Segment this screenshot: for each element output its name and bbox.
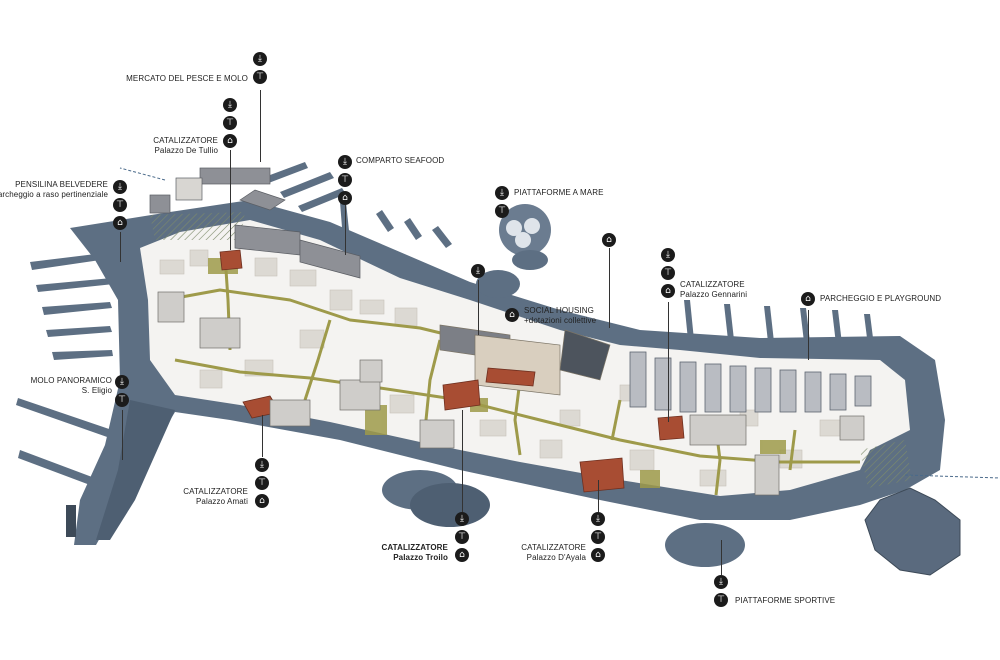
label-mercato: MERCATO DEL PESCE E MOLO: [126, 74, 248, 84]
hatched-area-north: [150, 212, 245, 240]
sport-platforms: [382, 470, 745, 567]
download-icon: ⤓: [661, 248, 675, 262]
column-icon: ⊤: [591, 530, 605, 544]
parcheggio-buildings: [629, 351, 872, 413]
label-troilo: CATALIZZATORE Palazzo Troilo: [382, 543, 448, 563]
hatched-area-east: [860, 440, 912, 488]
house-icon: ⌂: [255, 494, 269, 508]
label-pensilina-sub: + parcheggio a raso pertinenziale: [0, 190, 108, 199]
label-pensilina: PENSILINA BELVEDERE + parcheggio a raso …: [0, 180, 108, 200]
leader-dayala: [598, 480, 599, 512]
existing-buildings: [157, 291, 865, 496]
download-icon: ⤓: [223, 98, 237, 112]
label-piattaforme-mare: PIATTAFORME A MARE: [514, 188, 604, 198]
leader-seafood: [345, 205, 346, 255]
label-molo-sub: S. Eligio: [81, 386, 112, 395]
label-parcheggio: PARCHEGGIO E PLAYGROUND: [820, 294, 941, 304]
label-pensilina-title: PENSILINA BELVEDERE: [15, 180, 108, 189]
label-amati: CATALIZZATORE Palazzo Amati: [183, 487, 248, 507]
label-social: SOCIAL HOUSING +dotazioni collettive: [524, 306, 596, 326]
label-sportive: PIATTAFORME SPORTIVE: [735, 596, 835, 606]
leader-sportive: [721, 540, 722, 575]
leader-molo: [122, 410, 123, 460]
download-icon: ⤓: [338, 155, 352, 169]
label-amati-title: CATALIZZATORE: [183, 487, 248, 496]
column-icon: ⊤: [113, 198, 127, 212]
column-icon: ⊤: [115, 393, 129, 407]
download-icon: ⤓: [115, 375, 129, 389]
column-icon: ⊤: [338, 173, 352, 187]
molo-tower: [66, 505, 76, 537]
leader-parcheggio: [808, 310, 809, 360]
catalyst-social: [485, 367, 536, 387]
leader-mercato: [260, 90, 261, 162]
house-icon: ⌂: [338, 191, 352, 205]
download-icon: ⤓: [253, 52, 267, 66]
arrow-west: [119, 167, 166, 181]
column-icon: ⊤: [455, 530, 469, 544]
house-icon: ⌂: [455, 548, 469, 562]
download-icon: ⤓: [113, 180, 127, 194]
leader-piattaforme-mare: [609, 248, 610, 328]
house-icon: ⌂: [223, 134, 237, 148]
label-seafood-title: COMPARTO SEAFOOD: [356, 156, 445, 165]
download-icon: ⤓: [591, 512, 605, 526]
label-troilo-sub: Palazzo Troilo: [393, 553, 448, 562]
label-molo: MOLO PANORAMICO S. Eligio: [31, 376, 112, 396]
sea-platforms: [476, 204, 551, 298]
catalyst-dayala: [579, 457, 625, 493]
leader-detullio: [230, 150, 231, 250]
column-icon: ⊤: [255, 476, 269, 490]
label-gennarini: CATALIZZATORE Palazzo Gennarini: [680, 280, 747, 300]
leader-troilo: [462, 410, 463, 512]
download-icon: ⤓: [714, 575, 728, 589]
leader-social: [478, 280, 479, 335]
catalyst-troilo: [442, 379, 481, 411]
label-troilo-title: CATALIZZATORE: [381, 543, 448, 552]
label-social-sub: +dotazioni collettive: [524, 316, 597, 325]
catalyst-gennarini: [657, 415, 685, 441]
download-icon: ⤓: [495, 186, 509, 200]
leader-gennarini: [668, 302, 669, 422]
label-seafood: COMPARTO SEAFOOD: [356, 156, 444, 166]
house-icon: ⌂: [505, 308, 519, 322]
download-icon: ⤓: [471, 264, 485, 278]
column-icon: ⊤: [714, 593, 728, 607]
label-sportive-title: PIATTAFORME SPORTIVE: [735, 596, 836, 605]
label-parcheggio-title: PARCHEGGIO E PLAYGROUND: [820, 294, 942, 303]
column-icon: ⊤: [661, 266, 675, 280]
house-icon: ⌂: [602, 233, 616, 247]
download-icon: ⤓: [455, 512, 469, 526]
label-detullio: CATALIZZATORE Palazzo De Tullio: [153, 136, 218, 156]
seafood-buildings: [149, 167, 361, 279]
castle: [864, 487, 961, 576]
molo-arm: [96, 400, 175, 540]
label-social-title: SOCIAL HOUSING: [524, 306, 595, 315]
label-mercato-title: MERCATO DEL PESCE E MOLO: [126, 74, 248, 83]
label-piattaforme-mare-title: PIATTAFORME A MARE: [514, 188, 604, 197]
label-amati-sub: Palazzo Amati: [196, 497, 248, 506]
arrow-east: [904, 474, 1000, 479]
house-icon: ⌂: [801, 292, 815, 306]
column-icon: ⊤: [223, 116, 237, 130]
label-molo-title: MOLO PANORAMICO: [30, 376, 112, 385]
label-dayala-title: CATALIZZATORE: [521, 543, 586, 552]
house-icon: ⌂: [113, 216, 127, 230]
label-detullio-sub: Palazzo De Tullio: [154, 146, 218, 155]
label-dayala: CATALIZZATORE Palazzo D'Ayala: [521, 543, 586, 563]
label-dayala-sub: Palazzo D'Ayala: [526, 553, 586, 562]
column-icon: ⊤: [253, 70, 267, 84]
catalyst-de-tullio: [219, 249, 243, 271]
column-icon: ⊤: [495, 204, 509, 218]
label-detullio-title: CATALIZZATORE: [153, 136, 218, 145]
house-icon: ⌂: [661, 284, 675, 298]
label-gennarini-title: CATALIZZATORE: [680, 280, 745, 289]
label-gennarini-sub: Palazzo Gennarini: [680, 290, 748, 299]
download-icon: ⤓: [255, 458, 269, 472]
leader-amati: [262, 415, 263, 457]
pedestrian-paths: [164, 254, 860, 496]
house-icon: ⌂: [591, 548, 605, 562]
leader-pensilina: [120, 232, 121, 262]
